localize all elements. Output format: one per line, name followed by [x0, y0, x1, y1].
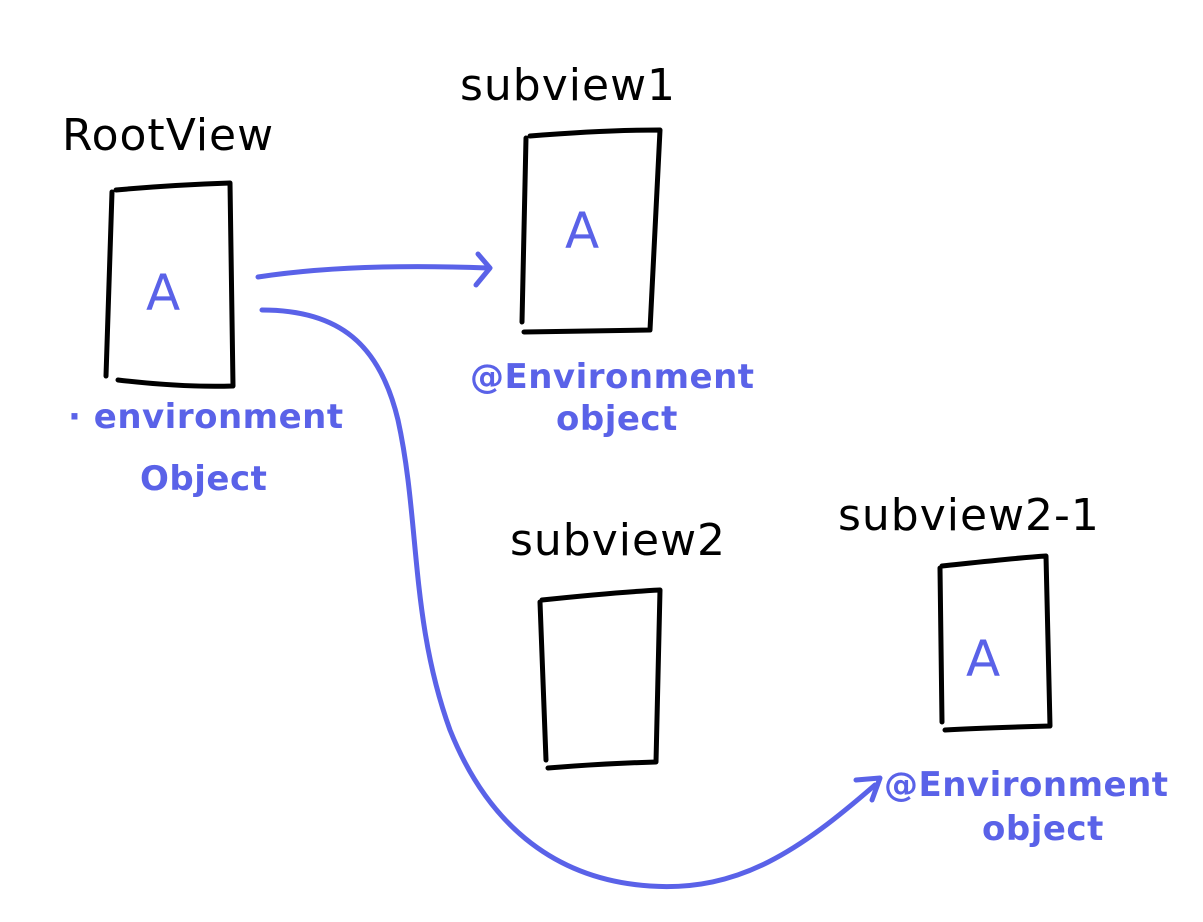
- rootview-content-letter: A: [146, 264, 180, 322]
- rootview-box-outline: [103, 180, 236, 389]
- subview1-box: A: [519, 127, 663, 335]
- subview1-annotation: @Environment object: [470, 357, 755, 439]
- arrow-root-to-subview1-head: [473, 251, 493, 288]
- arrow-root-to-subview2-1-head: [853, 775, 883, 803]
- subview1-content-letter: A: [565, 202, 599, 260]
- rootview-box: A: [103, 180, 236, 389]
- subview2-1-title: subview2-1: [838, 490, 1100, 541]
- subview2-1-box: A: [937, 553, 1053, 733]
- subview2-1-content-letter: A: [966, 630, 1000, 688]
- subview1-annotation-line2: object: [556, 399, 678, 439]
- arrow-root-to-subview2-1: [259, 307, 883, 890]
- arrow-root-to-subview2-1-line: [259, 307, 878, 890]
- arrow-root-to-subview1: [255, 251, 493, 288]
- subview2-box-outline: [537, 587, 663, 771]
- rootview-annotation: · environment Object: [68, 397, 344, 499]
- subview1-annotation-line1: @Environment: [470, 357, 755, 397]
- subview2-1-annotation-line2: object: [982, 809, 1104, 849]
- subview1-title: subview1: [460, 60, 676, 111]
- rootview-annotation-line1: · environment: [68, 397, 344, 437]
- subview2-title: subview2: [510, 515, 726, 566]
- rootview-annotation-line2: Object: [140, 459, 267, 499]
- subview2-1-annotation: @Environment object: [884, 765, 1169, 849]
- rootview-title: RootView: [62, 110, 274, 161]
- subview1-box-outline: [519, 127, 663, 335]
- subview2-1-annotation-line1: @Environment: [884, 765, 1169, 805]
- subview2-1-box-outline: [937, 553, 1053, 733]
- arrow-root-to-subview1-line: [255, 264, 491, 280]
- subview2-box: [537, 587, 663, 771]
